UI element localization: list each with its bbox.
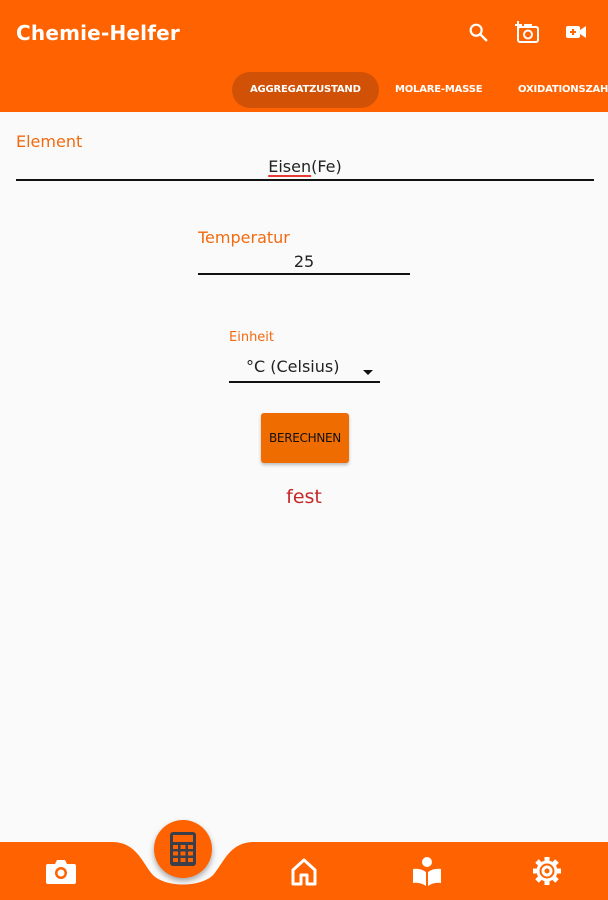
element-label: Element: [16, 132, 83, 151]
element-value-suffix: (Fe): [311, 157, 342, 176]
unit-label: Einheit: [229, 330, 275, 345]
camera-icon[interactable]: [44, 854, 78, 888]
tab-molare-masse[interactable]: MOLARE-MASSE: [395, 84, 483, 95]
tab-oxidationszahl[interactable]: OXIDATIONSZAHL: [518, 84, 608, 95]
element-value-word: Eisen: [268, 157, 312, 176]
temperature-label: Temperatur: [198, 228, 290, 247]
settings-icon[interactable]: [530, 854, 564, 888]
calculator-icon: [170, 832, 196, 866]
video-camera-icon[interactable]: [564, 20, 588, 44]
element-underline: [16, 179, 594, 181]
app-title: Chemie-Helfer: [16, 21, 180, 45]
tab-aggregatzustand[interactable]: AGGREGATZUSTAND: [232, 72, 379, 108]
calculator-button[interactable]: [154, 820, 212, 878]
bottom-navigation-bar: [0, 842, 608, 900]
reading-icon[interactable]: [410, 854, 444, 888]
tab-bar: AGGREGATZUSTAND MOLARE-MASSE OXIDATIONSZ…: [0, 66, 608, 112]
app-bar: Chemie-Helfer: [0, 0, 608, 66]
home-icon[interactable]: [288, 855, 320, 887]
unit-underline: [229, 381, 380, 383]
temperature-underline: [198, 273, 410, 275]
element-input[interactable]: Eisen(Fe): [16, 157, 594, 176]
unit-dropdown[interactable]: °C (Celsius): [246, 357, 340, 376]
calculate-button[interactable]: BERECHNEN: [261, 413, 349, 463]
add-photo-icon[interactable]: [515, 20, 541, 44]
result-text: fest: [286, 486, 322, 508]
search-icon[interactable]: [466, 20, 490, 44]
temperature-input[interactable]: 25: [293, 252, 315, 271]
chevron-down-icon[interactable]: [363, 363, 373, 381]
